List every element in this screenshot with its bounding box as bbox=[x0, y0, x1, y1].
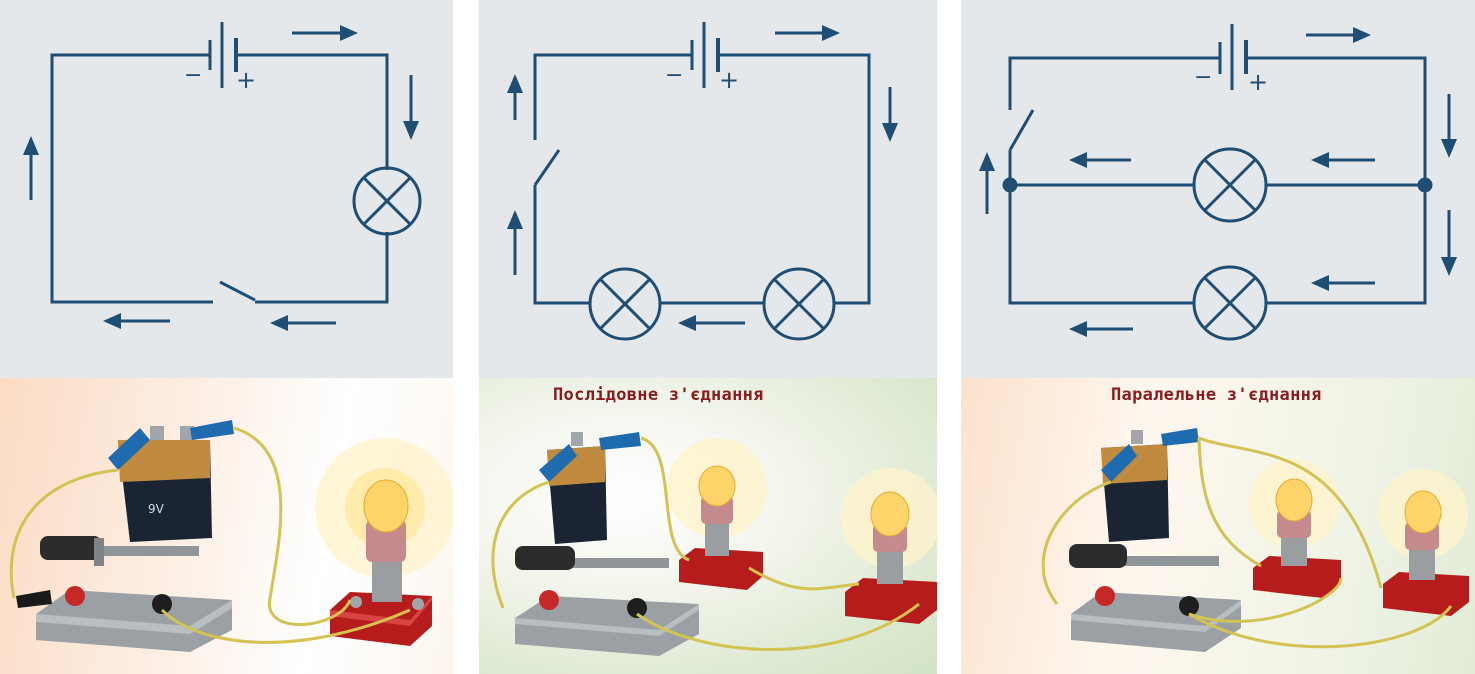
schematic-series-circuit: − + bbox=[479, 0, 937, 378]
circuit-wires bbox=[50, 53, 389, 304]
switch-icon bbox=[533, 149, 561, 186]
clip-icon bbox=[539, 432, 641, 482]
current-arrow-icon bbox=[403, 75, 419, 140]
panel-parallel-circuit: − + bbox=[961, 0, 1475, 674]
caption-series-connection: Послідовне з'єднання bbox=[553, 385, 764, 405]
panel-series-circuit: − + bbox=[479, 0, 937, 674]
circuit-wires bbox=[1008, 56, 1427, 305]
switch-base-icon bbox=[515, 546, 699, 656]
current-arrow-icon bbox=[1441, 210, 1457, 276]
current-arrow-icon bbox=[1069, 152, 1131, 168]
battery-9v-icon bbox=[1101, 430, 1169, 542]
current-arrow-icon bbox=[1311, 275, 1375, 291]
lamp-icon bbox=[1192, 147, 1268, 223]
photo-series-circuit bbox=[479, 378, 937, 674]
battery-positive-sign: + bbox=[719, 66, 739, 94]
photo-simple-circuit: 9V bbox=[0, 378, 453, 674]
battery-9v-icon bbox=[547, 432, 607, 544]
current-arrow-icon bbox=[23, 136, 39, 200]
battery-label: 9V bbox=[148, 502, 165, 516]
lamp-holder-icon bbox=[1253, 478, 1341, 598]
lamp-holder-icon bbox=[1383, 490, 1469, 616]
current-arrow-icon bbox=[1311, 152, 1375, 168]
clip-icon bbox=[1101, 428, 1199, 482]
clip-icon bbox=[108, 420, 234, 470]
lamp-icon bbox=[762, 267, 836, 341]
current-arrow-icon bbox=[507, 74, 523, 120]
caption-parallel-connection: Паралельне з'єднання bbox=[1111, 385, 1322, 405]
current-arrow-icon bbox=[507, 210, 523, 275]
circuit-wires bbox=[533, 53, 871, 305]
lamp-icon bbox=[352, 166, 422, 236]
wire-icon bbox=[1041, 436, 1453, 649]
wire-icon bbox=[491, 436, 920, 651]
lamp-holder-icon bbox=[330, 479, 432, 646]
battery-icon bbox=[1218, 24, 1248, 90]
junction-node-icon bbox=[1002, 177, 1433, 193]
panel-simple-circuit: − + bbox=[0, 0, 453, 674]
schematic-parallel-circuit: − + bbox=[961, 0, 1475, 378]
photo-parallel-circuit bbox=[961, 378, 1475, 674]
current-arrow-icon bbox=[292, 25, 358, 41]
battery-icon bbox=[690, 22, 720, 88]
lamp-icon bbox=[588, 267, 662, 341]
current-arrow-icon bbox=[775, 25, 840, 41]
switch-icon bbox=[1008, 109, 1035, 151]
lamp-holder-icon bbox=[845, 491, 937, 624]
current-arrow-icon bbox=[103, 313, 170, 329]
battery-negative-sign: − bbox=[1194, 65, 1212, 90]
battery-negative-sign: − bbox=[184, 63, 202, 88]
switch-base-icon bbox=[16, 536, 232, 652]
schematic-simple-circuit: − + bbox=[0, 0, 453, 378]
current-arrow-icon bbox=[270, 315, 336, 331]
lamp-holder-icon bbox=[679, 465, 763, 590]
current-arrow-icon bbox=[979, 152, 995, 214]
current-arrow-icon bbox=[678, 315, 745, 331]
battery-negative-sign: − bbox=[665, 63, 683, 88]
current-arrow-icon bbox=[882, 87, 898, 142]
switch-base-icon bbox=[1069, 544, 1241, 652]
battery-icon bbox=[208, 22, 238, 88]
lamp-icon bbox=[1192, 265, 1268, 341]
current-arrow-icon bbox=[1441, 94, 1457, 158]
wire-icon bbox=[9, 426, 411, 644]
switch-icon bbox=[219, 280, 256, 302]
current-arrow-icon bbox=[1069, 321, 1133, 337]
battery-positive-sign: + bbox=[236, 66, 256, 94]
battery-positive-sign: + bbox=[1248, 68, 1268, 96]
current-arrow-icon bbox=[1306, 27, 1371, 43]
